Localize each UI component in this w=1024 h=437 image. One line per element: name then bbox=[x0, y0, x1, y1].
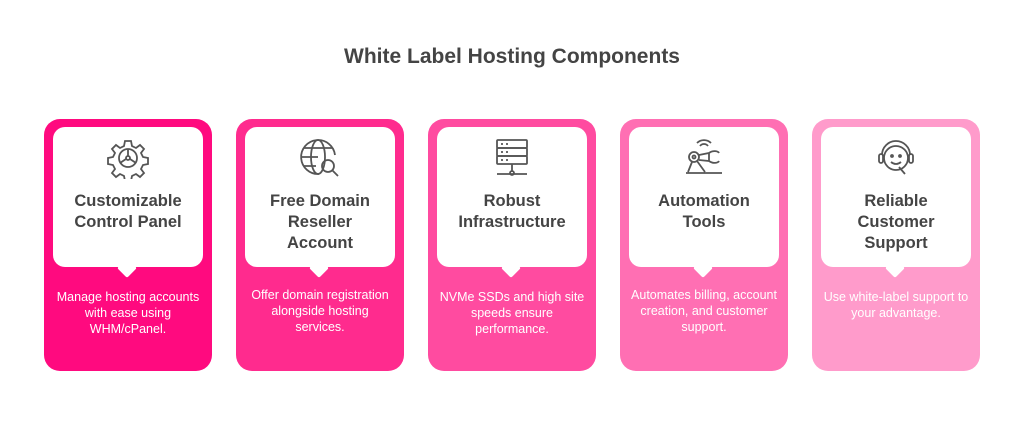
card-description: Offer domain registration alongside host… bbox=[251, 288, 389, 334]
robotic-arm-icon bbox=[686, 139, 722, 174]
globe-search-icon bbox=[300, 139, 339, 177]
card-description: Automates billing, account creation, and… bbox=[631, 288, 777, 334]
headset-icon bbox=[878, 140, 914, 175]
card-description: NVMe SSDs and high site speeds ensure pe… bbox=[439, 290, 585, 336]
page-title: White Label Hosting Components bbox=[344, 45, 680, 68]
card-description: Manage hosting accounts with ease using … bbox=[56, 290, 200, 336]
gear-icon bbox=[107, 140, 149, 179]
server-icon bbox=[496, 139, 528, 176]
card-description: Use white-label support to your advantag… bbox=[823, 290, 969, 320]
